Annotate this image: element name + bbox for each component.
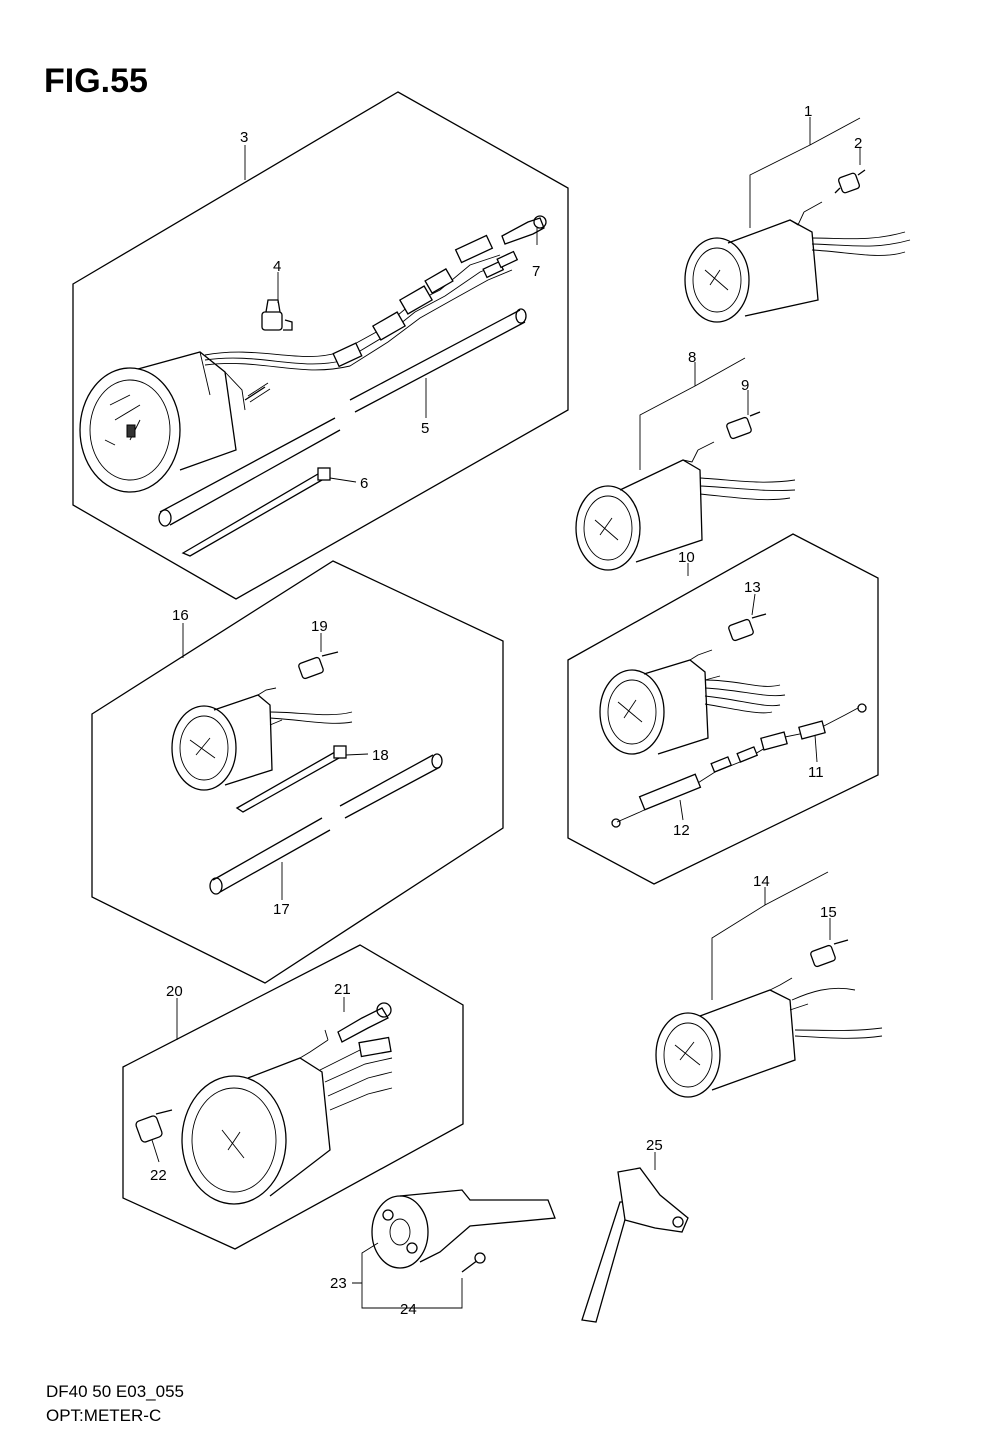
bulb-part-19 xyxy=(298,651,339,680)
callout-16: 16 xyxy=(172,607,189,624)
callout-23: 23 xyxy=(330,1275,347,1292)
meter-part-16 xyxy=(171,687,353,791)
meter-part-10 xyxy=(599,649,786,755)
frame-group-10 xyxy=(567,533,879,885)
callout-1: 1 xyxy=(804,103,812,120)
bulb-part-22 xyxy=(135,1109,173,1143)
figure-title: FIG.55 xyxy=(44,62,148,100)
callout-22: 22 xyxy=(150,1167,167,1184)
footer-code: DF40 50 E03_055 xyxy=(46,1382,184,1401)
screw-part-24 xyxy=(461,1252,486,1273)
callout-7: 7 xyxy=(532,263,540,280)
callout-12: 12 xyxy=(673,822,690,839)
meter-part-14 xyxy=(655,977,883,1098)
callout-3: 3 xyxy=(240,129,248,146)
callout-5: 5 xyxy=(421,420,429,437)
callout-2: 2 xyxy=(854,135,862,152)
callout-10: 10 xyxy=(678,549,695,566)
cable-tie-part-18 xyxy=(235,745,347,813)
leader-lines xyxy=(151,117,861,1309)
socket-part-21 xyxy=(337,1002,392,1043)
callout-25: 25 xyxy=(646,1137,663,1154)
callout-18: 18 xyxy=(372,747,389,764)
frame-group-20 xyxy=(122,944,464,1250)
callout-6: 6 xyxy=(360,475,368,492)
meter-part-8 xyxy=(575,441,796,571)
frame-group-3 xyxy=(72,91,569,600)
callout-21: 21 xyxy=(334,981,351,998)
cable-tie-part-6 xyxy=(181,467,331,557)
bulb-part-15 xyxy=(810,939,849,968)
meter-part-20 xyxy=(181,1029,393,1205)
meter-part-3 xyxy=(79,351,271,493)
callout-19: 19 xyxy=(311,618,328,635)
footer-caption: OPT:METER-C xyxy=(46,1406,162,1425)
bracket-part-23 xyxy=(371,1189,556,1269)
tube-part-5 xyxy=(158,308,527,527)
callout-8: 8 xyxy=(688,349,696,366)
callout-15: 15 xyxy=(820,904,837,921)
bulb-part-4 xyxy=(261,299,293,331)
sensor-part-25 xyxy=(581,1167,689,1323)
lead-wire-part-11 xyxy=(769,703,867,741)
callout-14: 14 xyxy=(753,873,770,890)
wire-harness-3 xyxy=(204,234,519,371)
callout-20: 20 xyxy=(166,983,183,1000)
bulb-part-2 xyxy=(834,169,866,194)
bulb-part-9 xyxy=(726,411,761,440)
callout-11: 11 xyxy=(808,764,824,781)
tube-part-17 xyxy=(209,753,443,895)
callout-13: 13 xyxy=(744,579,761,596)
meter-part-1 xyxy=(684,201,911,323)
callout-17: 17 xyxy=(273,901,290,918)
callout-4: 4 xyxy=(273,258,281,275)
callout-labels: 1 2 3 4 5 6 7 8 9 10 11 12 13 14 15 16 1… xyxy=(150,103,862,1318)
frame-group-16 xyxy=(91,560,504,984)
socket-part-7 xyxy=(501,215,547,245)
lead-wire-part-12 xyxy=(611,731,788,828)
callout-9: 9 xyxy=(741,377,749,394)
callout-24: 24 xyxy=(400,1301,417,1318)
bulb-part-13 xyxy=(728,613,767,642)
